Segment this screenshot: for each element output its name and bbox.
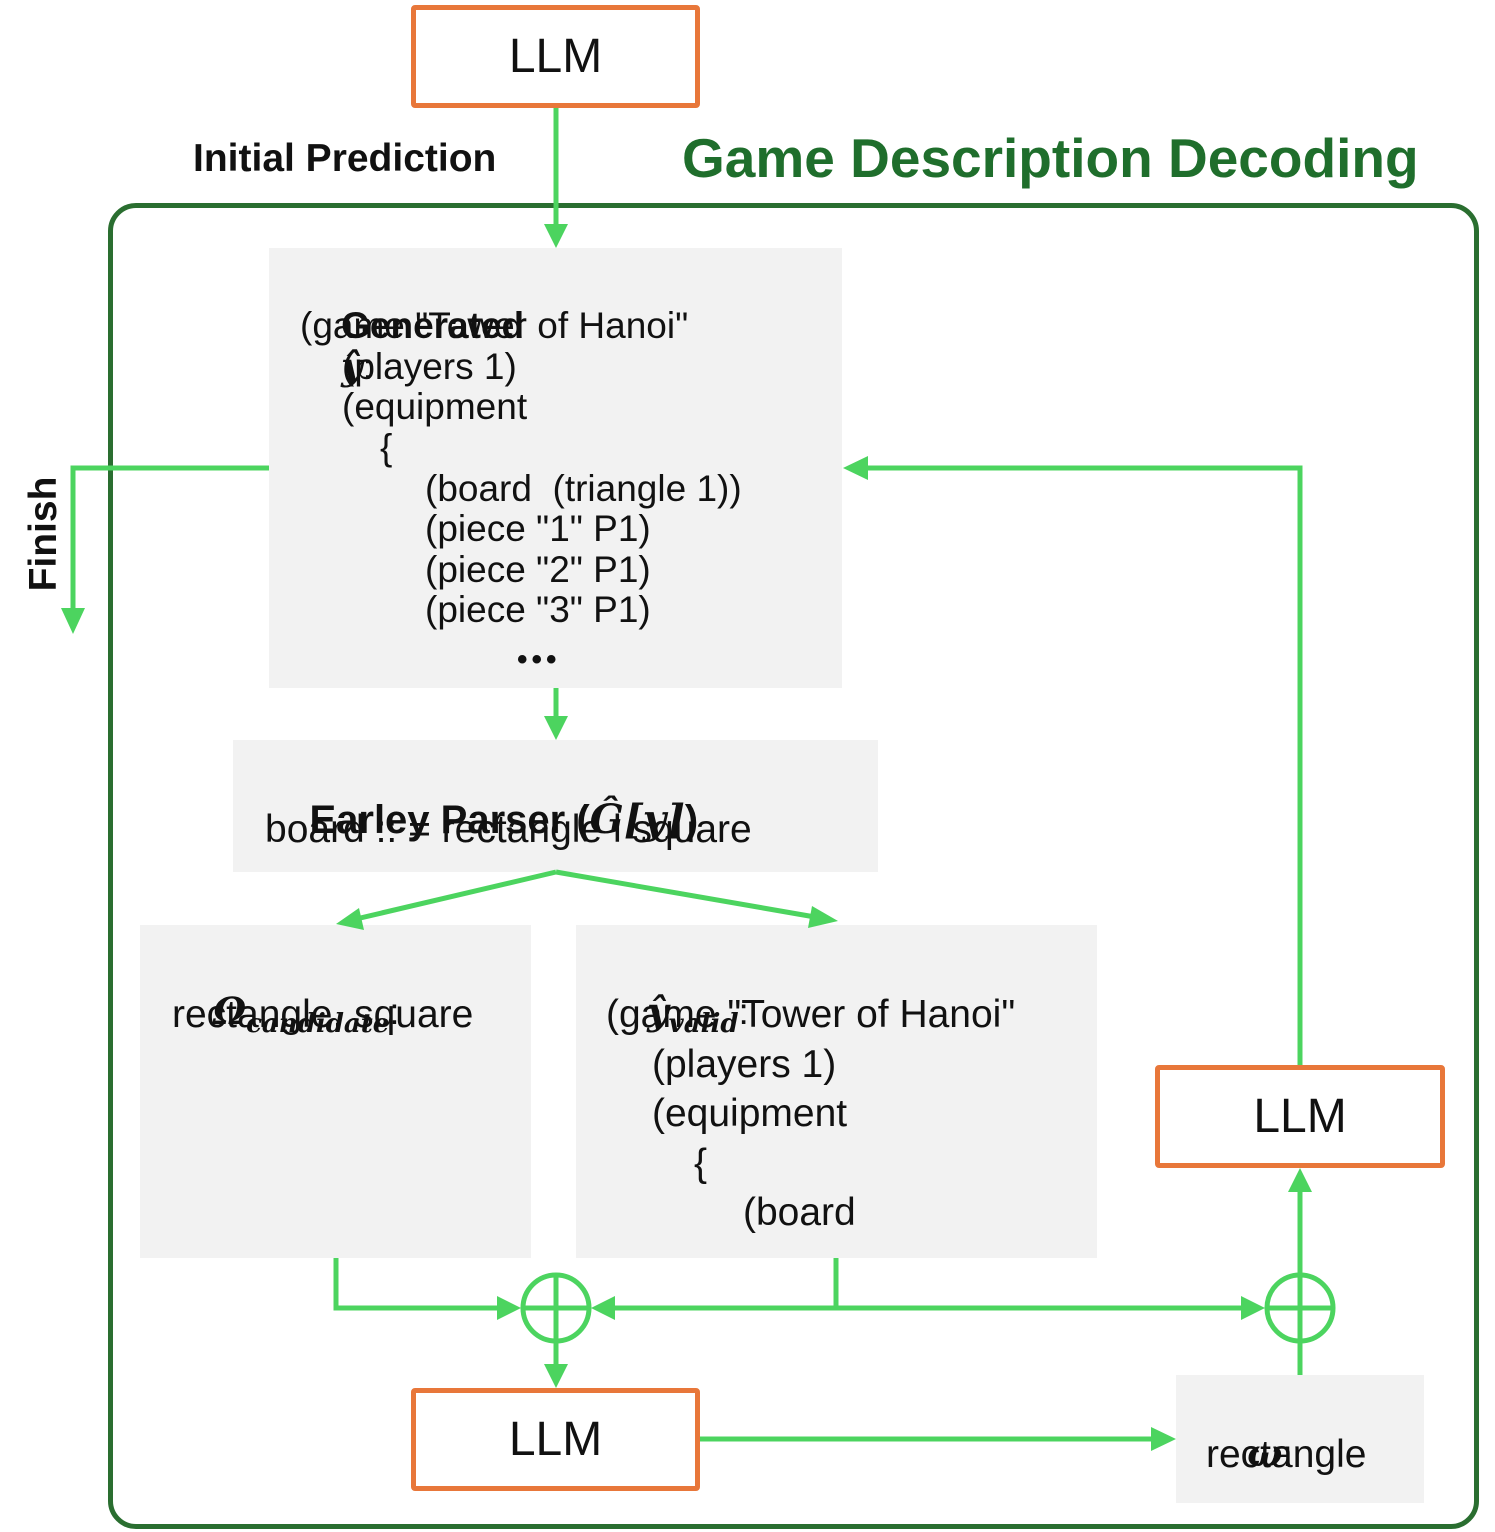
llm-right-box: LLM <box>1155 1065 1445 1168</box>
candidate-box: Ωcandidate: rectangle, square <box>140 925 531 1258</box>
omega-text: rectangle <box>1206 1433 1367 1476</box>
parser-rule: board :: = rectangle l square <box>265 808 752 851</box>
llm-bottom-box: LLM <box>411 1388 700 1491</box>
diagram-title: Game Description Decoding <box>682 127 1419 189</box>
generated-line: (equipment <box>342 386 528 427</box>
llm-top-box: LLM <box>411 5 700 108</box>
arrowhead <box>843 456 868 480</box>
candidate-colon: : <box>389 991 400 1032</box>
arrowhead <box>1151 1427 1176 1451</box>
valid-line: { <box>694 1142 708 1185</box>
arrow-finish <box>70 465 269 612</box>
generated-colon: : <box>362 346 373 387</box>
omega-candidate-symbol: Ω <box>213 989 247 1033</box>
valid-heading: ŷvalid: <box>606 951 749 1076</box>
arrow-feedback-to-generated <box>866 465 1303 1065</box>
parser-heading: Earley Parser (Ĝ[y]) <box>265 760 698 880</box>
valid-box: ŷvalid: (game "Tower of Hanoi" (players … <box>576 925 1097 1258</box>
valid-line: (players 1) <box>652 1043 837 1086</box>
g-hat-symbol: Ĝ[y] <box>589 796 685 843</box>
generated-heading: Generated ŷ: <box>300 266 524 427</box>
generated-line: (players 1) <box>342 346 517 387</box>
valid-line: (equipment <box>652 1092 848 1135</box>
valid-line: (game "Tower of Hanoi" <box>606 993 1016 1036</box>
arrow-candidate-to-plus <box>333 1258 500 1311</box>
candidate-text: rectangle, square <box>172 993 474 1036</box>
decoding-frame <box>108 203 1479 1529</box>
arrowhead <box>591 1296 615 1320</box>
arrowhead <box>61 608 85 634</box>
candidate-subscript: candidate <box>246 1009 390 1039</box>
omega-colon: : <box>1282 1433 1293 1474</box>
generated-line: { <box>380 427 393 468</box>
arrowhead <box>1241 1296 1265 1320</box>
generated-box: Generated ŷ: (game "Tower of Hanoi" (pla… <box>269 248 842 688</box>
arrowhead <box>808 906 838 928</box>
arrowhead <box>497 1296 521 1320</box>
arrowhead <box>544 716 568 740</box>
arrow-to-candidate <box>355 869 557 922</box>
arrowhead <box>1288 1168 1312 1192</box>
generated-line: (game "Tower of Hanoi" <box>300 305 689 346</box>
generated-line: (piece "1" P1) <box>425 508 651 549</box>
omega-box: ω: rectangle <box>1176 1375 1424 1503</box>
initial-prediction-label: Initial Prediction <box>193 137 497 180</box>
generated-line: (piece "3" P1) <box>425 589 651 630</box>
arrowhead <box>544 224 568 248</box>
parser-close: ) <box>684 798 699 842</box>
omega-heading: ω: <box>1206 1393 1293 1514</box>
ellipsis: ••• <box>517 643 561 676</box>
candidate-heading: Ωcandidate: <box>172 951 400 1076</box>
omega-symbol: ω <box>1247 1431 1283 1475</box>
valid-subscript: valid <box>668 1009 739 1039</box>
generated-heading-text: Generated <box>341 305 525 346</box>
valid-colon: : <box>738 991 749 1032</box>
earley-parser-box: Earley Parser (Ĝ[y]) board :: = rectangl… <box>233 740 878 872</box>
y-hat-valid-symbol: ŷ <box>647 989 669 1033</box>
parser-heading-text: Earley Parser ( <box>309 798 590 842</box>
generated-line: (board (triangle 1)) <box>425 468 742 509</box>
arrowhead <box>544 1364 568 1388</box>
generated-line: (piece "2" P1) <box>425 549 651 590</box>
arrow-to-valid <box>555 869 816 920</box>
valid-line: (board <box>743 1191 856 1234</box>
arrowhead <box>336 908 364 930</box>
y-hat-symbol: ŷ <box>341 344 363 388</box>
